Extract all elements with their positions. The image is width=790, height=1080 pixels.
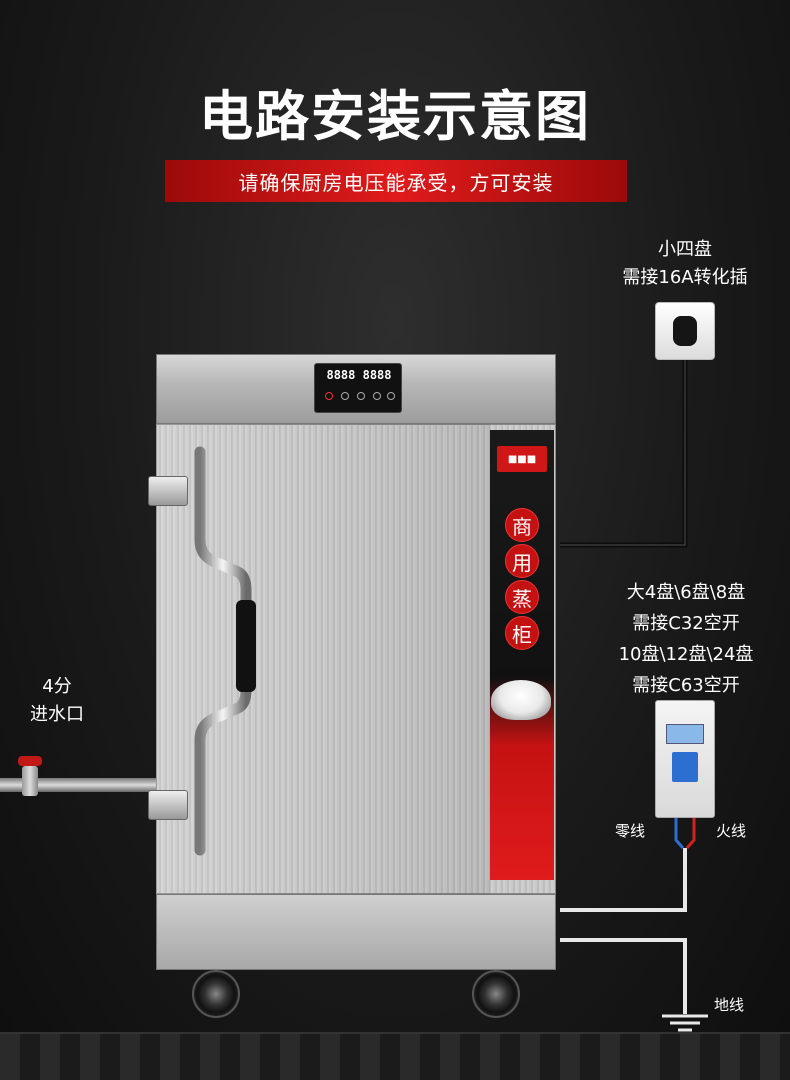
socket-cable-highlight bbox=[560, 346, 686, 546]
product-char: 蒸 bbox=[505, 580, 539, 614]
subtitle-banner: 请确保厨房电压能承受，方可安装 bbox=[165, 160, 627, 202]
water-pipe bbox=[0, 778, 156, 792]
neutral-wire bbox=[674, 818, 685, 849]
water-inlet-note: 4分 进水口 bbox=[14, 673, 100, 729]
product-char: 用 bbox=[505, 544, 539, 578]
product-char: 柜 bbox=[505, 616, 539, 650]
control-button-icon bbox=[373, 392, 381, 400]
breaker-switch-icon bbox=[672, 752, 698, 782]
socket-note: 小四盘 需接16A转化插 bbox=[600, 236, 770, 292]
cabinet-door bbox=[156, 424, 556, 894]
breaker-note-line2: 需接C32空开 bbox=[632, 613, 740, 634]
power-cable bbox=[560, 848, 687, 912]
control-button-icon bbox=[387, 392, 395, 400]
door-sheen bbox=[156, 424, 490, 894]
brand-logo: ■■■ bbox=[497, 446, 547, 472]
control-button-icon bbox=[341, 392, 349, 400]
control-button-icon bbox=[357, 392, 365, 400]
valve-icon bbox=[22, 766, 38, 796]
breaker-note-line3: 10盘\12盘\24盘 bbox=[618, 644, 754, 665]
breaker-window bbox=[666, 724, 704, 744]
socket-cable bbox=[560, 346, 688, 548]
hinge-icon bbox=[148, 790, 188, 820]
caster-wheel-icon bbox=[472, 970, 520, 1018]
neutral-wire-label: 零线 bbox=[615, 822, 646, 840]
hinge-icon bbox=[148, 476, 188, 506]
caster-wheel-icon bbox=[192, 970, 240, 1018]
rice-bowl-image bbox=[491, 680, 551, 720]
socket-note-line1: 小四盘 bbox=[658, 239, 712, 260]
valve-handle-icon bbox=[18, 756, 42, 766]
digital-display: 8888 8888 bbox=[326, 368, 392, 382]
live-wire-label: 火线 bbox=[716, 822, 747, 840]
water-inlet-line1: 4分 bbox=[42, 676, 72, 697]
breaker-note-line1: 大4盘\6盘\8盘 bbox=[626, 582, 746, 603]
floor bbox=[0, 1032, 790, 1080]
socket-note-line2: 需接16A转化插 bbox=[622, 267, 748, 288]
breaker-note: 大4盘\6盘\8盘 需接C32空开 10盘\12盘\24盘 需接C63空开 bbox=[598, 577, 774, 701]
page-title: 电路安装示意图 bbox=[199, 85, 591, 148]
ground-wire-label: 地线 bbox=[714, 996, 745, 1014]
live-wire bbox=[685, 818, 696, 849]
product-char: 商 bbox=[505, 508, 539, 542]
product-side-panel bbox=[490, 430, 554, 880]
brand-logo-mark: ■■■ bbox=[507, 453, 537, 465]
plug-icon bbox=[673, 316, 697, 346]
breaker-note-line4: 需接C63空开 bbox=[632, 675, 740, 696]
cabinet-base bbox=[156, 894, 556, 970]
water-inlet-line2: 进水口 bbox=[30, 704, 84, 725]
door-handle-icon bbox=[194, 446, 256, 856]
control-panel: 8888 8888 bbox=[314, 363, 402, 413]
ground-symbol-icon bbox=[662, 1014, 708, 1032]
ground-cable bbox=[560, 938, 687, 1014]
power-button-icon bbox=[325, 392, 333, 400]
subtitle-text: 请确保厨房电压能承受，方可安装 bbox=[238, 170, 554, 195]
